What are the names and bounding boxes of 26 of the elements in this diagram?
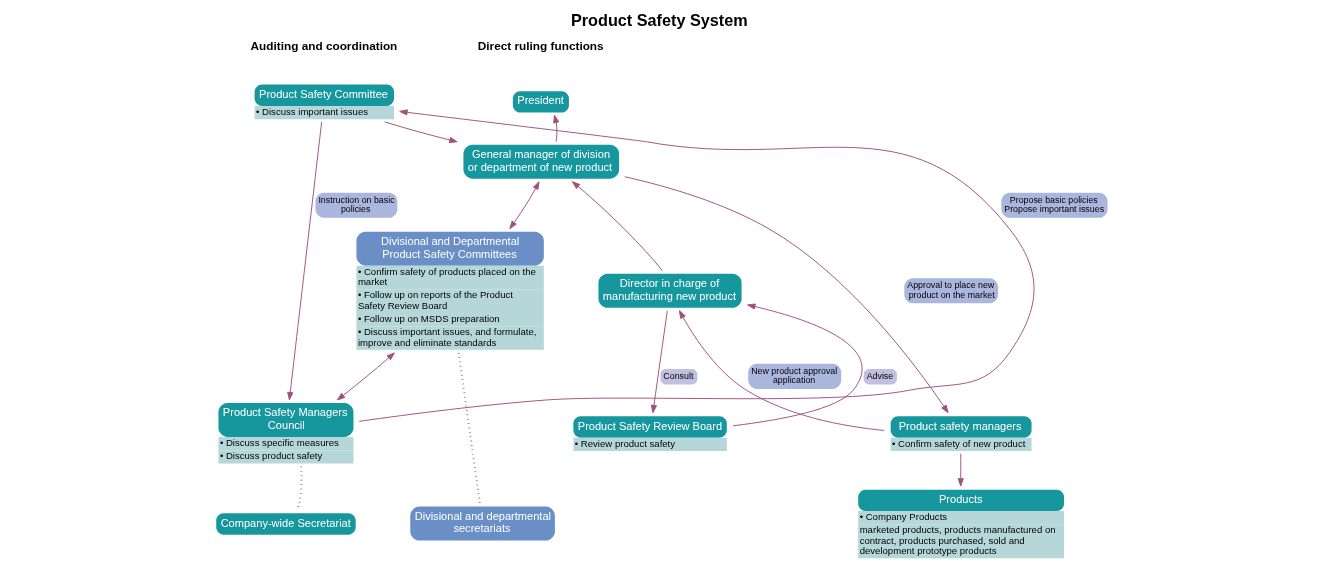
edge-label: Instruction on basic policies bbox=[318, 194, 395, 215]
connector bbox=[457, 352, 481, 505]
arrow bbox=[553, 114, 560, 143]
arrow bbox=[336, 352, 395, 401]
arrow bbox=[624, 176, 949, 414]
diagram-title: Product Safety System bbox=[570, 11, 748, 30]
node-box: Company-wide Secretariat bbox=[216, 513, 356, 535]
arrow bbox=[509, 181, 540, 230]
arrow bbox=[384, 121, 458, 143]
node-box: Director in charge of manufacturing new product bbox=[598, 273, 742, 308]
arrow bbox=[957, 453, 964, 487]
arrow bbox=[287, 121, 323, 401]
arrow bbox=[650, 310, 668, 414]
node-box: President bbox=[512, 91, 569, 113]
arrow bbox=[678, 310, 885, 431]
node-box: Divisional and departmental secretariats bbox=[410, 506, 555, 541]
node-box: General manager of division or department of new product bbox=[463, 144, 620, 179]
edge-label: New product approval application bbox=[751, 365, 838, 386]
edge-label: Propose basic policies Propose important issues bbox=[1004, 194, 1105, 215]
arrow bbox=[732, 303, 863, 427]
edge-label: Consult bbox=[663, 371, 694, 382]
label: Direct ruling functions bbox=[477, 39, 604, 54]
edge-label: Advise bbox=[866, 371, 894, 382]
edge-label: Approval to place new product on the market bbox=[907, 280, 995, 300]
arrow bbox=[571, 181, 663, 272]
label: Auditing and coordination bbox=[250, 39, 398, 54]
